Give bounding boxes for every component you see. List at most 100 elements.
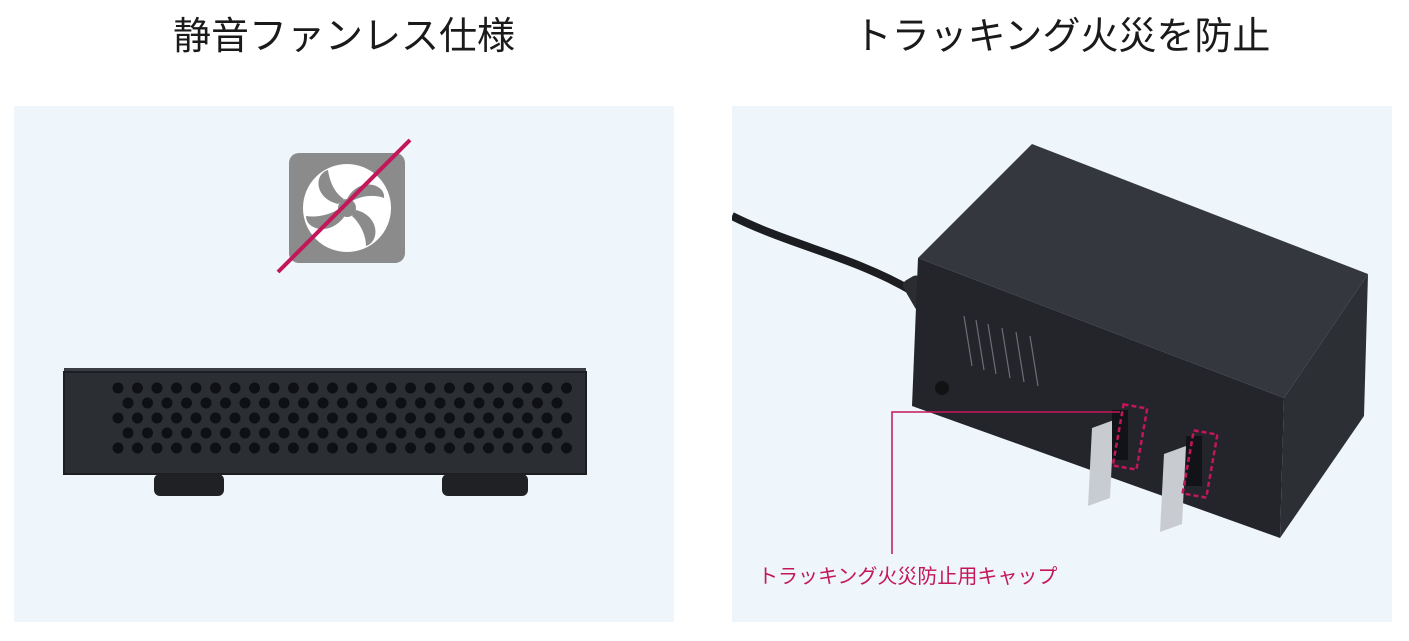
vent-hole <box>376 427 387 439</box>
vent-hole <box>307 412 319 424</box>
no-fan-icon <box>276 138 412 274</box>
vent-hole <box>561 382 572 394</box>
vent-hole <box>200 397 212 409</box>
vent-hole <box>151 382 163 394</box>
vent-hole <box>376 397 387 409</box>
vent-hole <box>395 397 407 409</box>
vent-hole <box>473 397 485 409</box>
vent-hole <box>522 412 533 424</box>
vent-hole <box>444 382 455 394</box>
vent-hole <box>483 382 494 394</box>
vent-hole <box>346 382 358 394</box>
vent-hole <box>424 382 436 394</box>
vent-hole <box>278 427 290 439</box>
vent-hole <box>541 412 553 424</box>
vent-hole <box>307 442 319 454</box>
fanless-panel <box>14 106 674 622</box>
vent-hole <box>239 427 251 439</box>
vent-hole <box>385 442 397 454</box>
vent-hole <box>171 442 182 454</box>
vent-hole <box>249 442 260 454</box>
vent-hole <box>317 397 329 409</box>
vent-hole <box>532 397 543 409</box>
vent-hole <box>259 427 270 439</box>
vent-hole <box>551 397 563 409</box>
vent-hole <box>288 412 299 424</box>
vent-hole <box>463 442 475 454</box>
vent-hole <box>385 412 397 424</box>
vent-hole <box>366 442 377 454</box>
vent-hole <box>366 382 377 394</box>
vent-hole <box>473 427 485 439</box>
vent-hole <box>405 382 416 394</box>
vent-hole <box>463 382 475 394</box>
vent-hole <box>229 412 241 424</box>
vent-hole <box>415 397 426 409</box>
vent-hole <box>483 412 494 424</box>
vent-hole <box>142 427 153 439</box>
vent-hole <box>356 397 368 409</box>
vent-hole <box>424 412 436 424</box>
vent-hole <box>444 412 455 424</box>
vent-hole <box>327 442 338 454</box>
vent-hole <box>229 382 241 394</box>
vent-hole <box>561 412 572 424</box>
vent-hole <box>346 442 358 454</box>
vent-hole <box>366 412 377 424</box>
vent-hole <box>356 427 368 439</box>
vent-hole <box>112 382 124 394</box>
vent-hole <box>493 397 504 409</box>
vent-hole <box>132 412 143 424</box>
vent-hole <box>405 442 416 454</box>
adapter-illustration <box>732 144 1368 554</box>
vent-hole <box>268 382 280 394</box>
vent-hole <box>444 442 455 454</box>
vent-hole <box>532 427 543 439</box>
vent-hole <box>327 412 338 424</box>
vent-hole <box>161 427 173 439</box>
vent-hole <box>190 382 202 394</box>
vent-hole <box>122 427 134 439</box>
vent-hole <box>522 442 533 454</box>
vent-hole <box>317 427 329 439</box>
vent-hole <box>229 442 241 454</box>
vent-hole <box>210 412 221 424</box>
vent-hole <box>512 397 524 409</box>
vent-hole <box>181 397 192 409</box>
heading-fanless: 静音ファンレス仕様 <box>172 14 515 58</box>
vent-hole <box>405 412 416 424</box>
vent-hole <box>288 382 299 394</box>
vent-hole <box>483 442 494 454</box>
vent-hole <box>112 442 124 454</box>
heading-tracking-fire: トラッキング火災を防止 <box>853 14 1271 58</box>
vent-hole <box>434 397 446 409</box>
vent-hole <box>200 427 212 439</box>
vent-hole <box>502 382 514 394</box>
vent-hole <box>541 442 553 454</box>
vent-hole <box>142 397 153 409</box>
vent-hole <box>327 382 338 394</box>
vent-hole <box>190 442 202 454</box>
vent-hole <box>512 427 524 439</box>
vent-hole <box>395 427 407 439</box>
adapter-panel: トラッキング火災防止用キャップ <box>732 106 1392 622</box>
vent-hole <box>132 382 143 394</box>
vent-hole <box>463 412 475 424</box>
vent-hole <box>268 412 280 424</box>
vent-hole <box>307 382 319 394</box>
vent-hole <box>502 442 514 454</box>
vent-hole <box>298 397 309 409</box>
vent-hole <box>239 397 251 409</box>
vent-hole <box>249 412 260 424</box>
vent-hole <box>151 412 163 424</box>
fanless-illustration <box>63 138 587 496</box>
vent-hole <box>190 412 202 424</box>
vent-hole <box>112 412 124 424</box>
vent-hole <box>522 382 533 394</box>
vent-hole <box>415 427 426 439</box>
ac-adapter <box>732 144 1368 554</box>
vent-hole <box>454 397 465 409</box>
vent-hole <box>249 382 260 394</box>
vent-hole <box>210 442 221 454</box>
vent-hole <box>337 427 348 439</box>
